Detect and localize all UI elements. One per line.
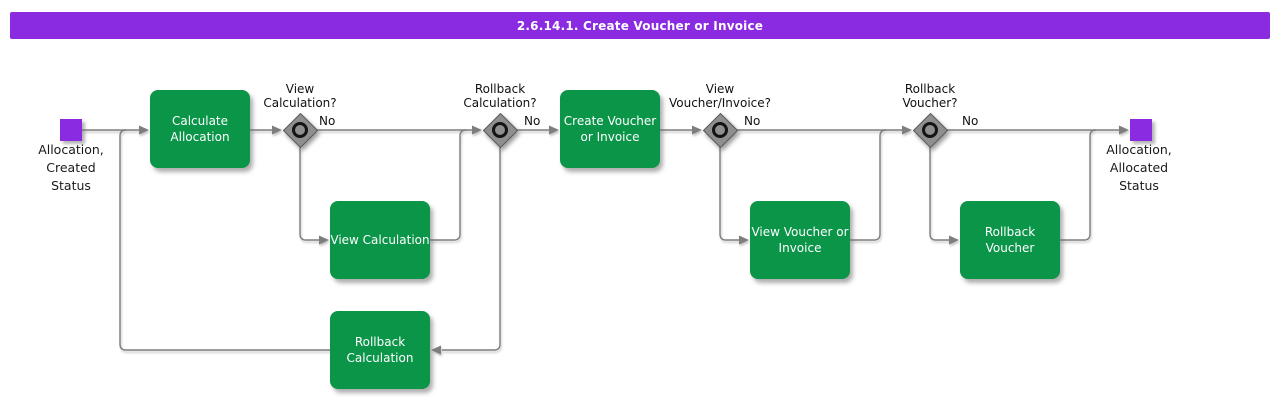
decision-view-voucher-invoice — [702, 112, 739, 149]
task-view-voucher-or-invoice[interactable]: View Voucher or Invoice — [750, 201, 850, 279]
task-create-voucher-or-invoice[interactable]: Create Voucher or Invoice — [560, 90, 660, 168]
decision-rollback-voucher-no-label: No — [962, 114, 979, 128]
decision-view-voucher-invoice-no-label: No — [744, 114, 761, 128]
task-calculate-allocation[interactable]: Calculate Allocation — [150, 90, 250, 168]
flow-lines — [82, 129, 1119, 351]
line-viewvoucher-return — [850, 129, 887, 241]
arrowhead — [431, 345, 441, 355]
decision-view-calculation-no-label: No — [319, 114, 336, 128]
end-event-label: Allocation, Allocated Status — [1106, 142, 1172, 193]
arrowhead — [319, 235, 329, 245]
flow-arrowheads — [139, 125, 1129, 355]
page-title: 2.6.14.1. Create Voucher or Invoice — [516, 18, 764, 33]
line-rollbackvoucher-return — [1060, 129, 1097, 241]
end-event-node — [1130, 119, 1152, 141]
task-rollback-calculation[interactable]: Rollback Calculation — [330, 311, 430, 389]
decision-rollback-calculation-label: Rollback Calculation? — [463, 82, 537, 110]
line-d2-yes-to-rollbackcalc — [442, 147, 501, 351]
arrowhead — [472, 125, 482, 135]
gateway-circle-icon — [492, 122, 508, 138]
decision-rollback-voucher-label: Rollback Voucher? — [902, 82, 958, 110]
gateway-circle-icon — [712, 122, 728, 138]
start-event-node — [60, 119, 82, 141]
arrowhead — [902, 125, 912, 135]
line-d4-yes-to-rollbackvoucher — [929, 147, 949, 241]
line-d3-yes-to-viewvoucher — [719, 147, 739, 241]
arrowhead — [272, 125, 282, 135]
line-rollbackcalc-return — [119, 129, 330, 351]
task-view-calculation[interactable]: View Calculation — [330, 201, 430, 279]
arrowhead — [1119, 125, 1129, 135]
decision-view-calculation — [282, 112, 319, 149]
title-bar: 2.6.14.1. Create Voucher or Invoice — [10, 12, 1270, 39]
gateway-circle-icon — [922, 122, 938, 138]
arrowhead — [739, 235, 749, 245]
decision-rollback-calculation — [482, 112, 519, 149]
arrowhead — [139, 125, 149, 135]
arrowhead — [549, 125, 559, 135]
arrowhead — [949, 235, 959, 245]
arrowhead — [692, 125, 702, 135]
decision-view-calculation-label: View Calculation? — [263, 82, 337, 110]
start-event-label: Allocation, Created Status — [38, 142, 104, 193]
gateway-circle-icon — [292, 122, 308, 138]
line-viewcalc-return — [430, 129, 467, 241]
decision-rollback-voucher — [912, 112, 949, 149]
task-rollback-voucher[interactable]: Rollback Voucher — [960, 201, 1060, 279]
line-d1-yes-to-viewcalc — [299, 147, 319, 241]
decision-view-voucher-invoice-label: View Voucher/Invoice? — [668, 82, 772, 110]
decision-rollback-calculation-no-label: No — [524, 114, 541, 128]
